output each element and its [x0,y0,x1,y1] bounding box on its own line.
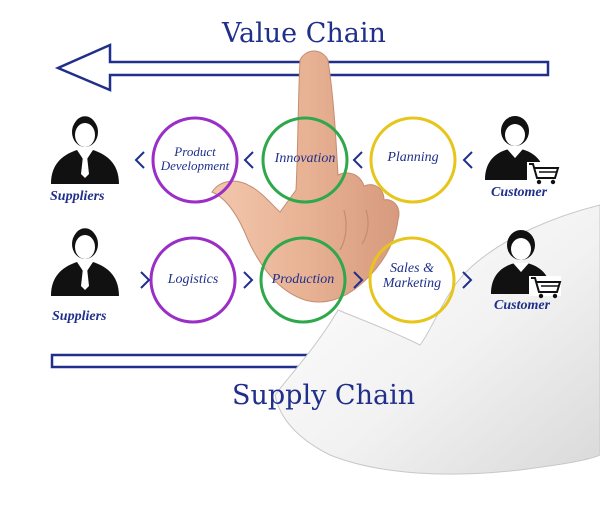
supply-chevrons [140,271,473,289]
customer-icon [485,116,560,185]
chevron-left-icon [243,151,254,169]
value-chain-title: Value Chain [222,18,386,49]
customer-icon [491,230,562,299]
chevron-left-icon [134,151,145,169]
customer-caption-bottom: Customer [494,298,551,313]
customer-caption-top: Customer [491,185,548,200]
chevron-left-icon [352,151,363,169]
chevron-right-icon [353,271,364,289]
node-production-ring [259,236,347,324]
value-chevrons [134,151,473,169]
chevron-right-icon [462,271,473,289]
node-logistics-ring [149,236,237,324]
supplier-icon [51,228,119,296]
node-logistics-label: Logistics [167,272,219,287]
node-product-development-label: Product Development [160,144,230,173]
chevron-right-icon [243,271,254,289]
node-product-development-ring [151,116,239,204]
node-innovation-label: Innovation [274,151,336,166]
chevron-right-icon [140,271,151,289]
supply-chain-title: Supply Chain [232,380,416,411]
node-production-label: Production [271,272,335,287]
suppliers-caption-bottom: Suppliers [52,309,107,324]
shopping-cart-icon [529,276,562,299]
supplier-icon [51,116,119,184]
node-sales-marketing-label: Sales & Marketing [382,261,442,291]
shopping-cart-icon [527,162,560,185]
suppliers-caption-top: Suppliers [50,189,105,204]
chevron-left-icon [462,151,473,169]
node-innovation-ring [261,116,349,204]
node-planning-label: Planning [387,150,439,165]
node-sales-marketing-ring [368,236,456,324]
node-planning-ring [369,116,457,204]
